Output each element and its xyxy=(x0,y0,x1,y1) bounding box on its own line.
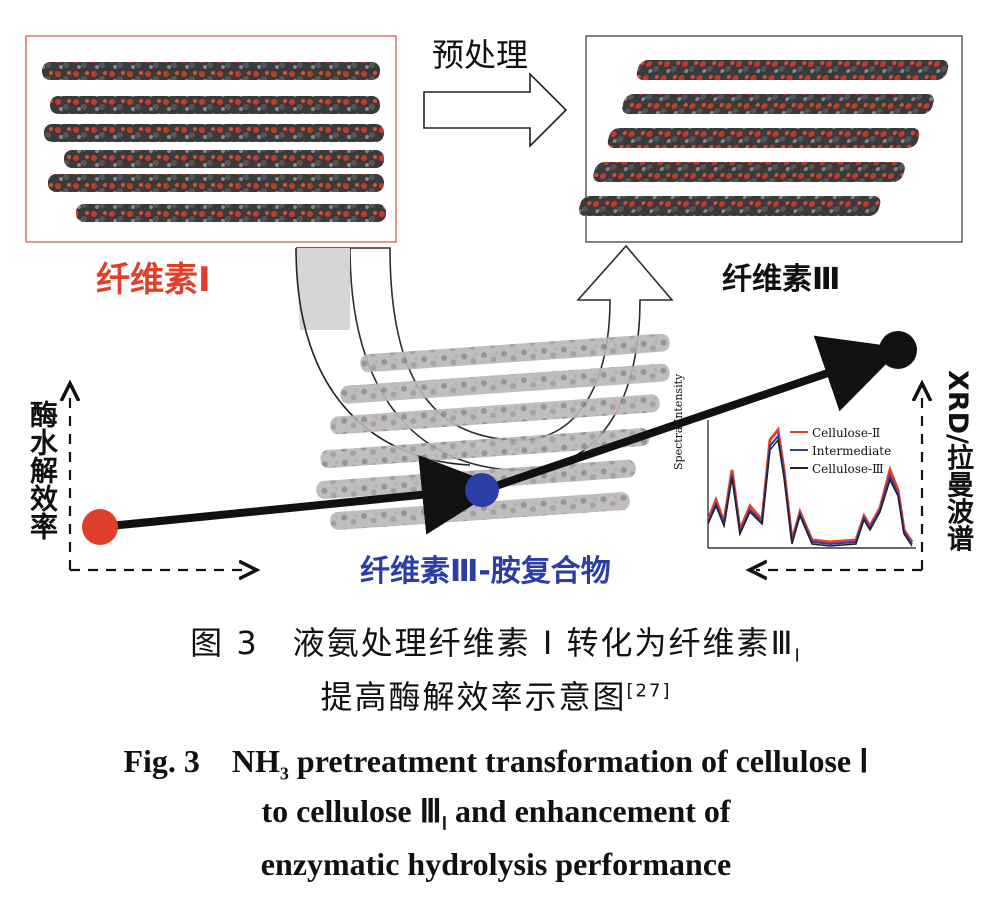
caption-en-line3: enzymatic hydrolysis performance xyxy=(260,846,732,882)
caption-cn-line1-text: 图 3 液氨处理纤维素 Ⅰ 转化为纤维素Ⅲ xyxy=(190,624,795,662)
cellulose-I-label: 纤维素Ⅰ xyxy=(96,260,211,300)
spectra-ylabel: Spectra Intensity xyxy=(672,373,685,470)
cellulose-I-structure xyxy=(25,35,397,243)
left-dashed-axes xyxy=(70,390,250,570)
caption-cn-line1: 图 3 液氨处理纤维素 Ⅰ 转化为纤维素ⅢⅠ xyxy=(0,618,992,666)
caption-en-line2-sub: Ⅰ xyxy=(441,813,447,834)
caption-en-line1-b: pretreatment transformation of cellulose… xyxy=(288,743,869,779)
trend-arrows xyxy=(99,335,903,535)
spectra-inset xyxy=(706,420,916,549)
caption-en-line2-a: to cellulose Ⅲ xyxy=(261,793,442,829)
caption-en-line2-b: and enhancement of xyxy=(447,793,731,829)
cellulose-III-structure xyxy=(578,35,963,243)
caption-en-line1-a: Fig. 3 NH xyxy=(123,743,280,779)
complex-label: 纤维素Ⅲ-胺复合物 xyxy=(360,554,611,589)
caption-cn-line2-text: 提高酶解效率示意图 xyxy=(320,678,627,716)
caption-cn-line2: 提高酶解效率示意图[27] xyxy=(0,672,992,718)
legend: Cellulose-Ⅱ Intermediate Cellulose-Ⅲ xyxy=(812,424,891,478)
right-dashed-axes xyxy=(756,390,922,570)
schematic-figure xyxy=(25,35,963,600)
caption-en-line1-sub: 3 xyxy=(279,763,289,784)
complex-point xyxy=(465,473,499,507)
legend-item-cellulose-II: Cellulose-Ⅱ xyxy=(812,426,881,440)
cellulose-I-point xyxy=(82,509,118,545)
right-axis-label: XRD/拉曼波谱 xyxy=(942,370,973,552)
caption-en-line2: to cellulose ⅢⅠ and enhancement of xyxy=(0,792,992,834)
caption-en-line1: Fig. 3 NH3 pretreatment transformation o… xyxy=(0,736,992,784)
cellulose-III-label: 纤维素Ⅲ xyxy=(722,262,841,297)
legend-item-intermediate: Intermediate xyxy=(812,444,892,458)
caption-cn-line1-sub: Ⅰ xyxy=(794,645,802,667)
pretreatment-arrow xyxy=(423,72,568,148)
cellulose-III-point xyxy=(879,331,917,369)
left-axis-label: 酶水解效率 xyxy=(26,400,59,540)
pretreatment-label: 预处理 xyxy=(432,36,529,74)
legend-item-cellulose-III: Cellulose-Ⅲ xyxy=(812,462,884,476)
caption-cn-ref: [27] xyxy=(626,680,672,702)
